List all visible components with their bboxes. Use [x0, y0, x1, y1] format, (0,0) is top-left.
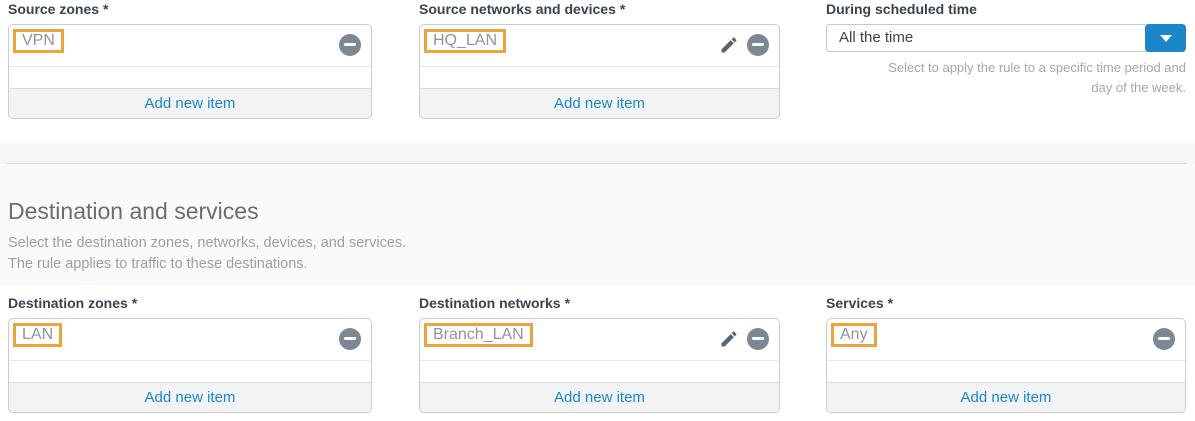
remove-item-icon[interactable] — [1153, 328, 1175, 350]
services-listbox: Any Add new item — [826, 318, 1186, 413]
destination-zones-label: Destination zones* — [8, 295, 372, 311]
destination-networks-field: Destination networks* Branch_LAN Add new… — [419, 295, 780, 413]
chevron-down-icon — [1159, 34, 1172, 42]
section-divider — [0, 143, 1195, 164]
destination-networks-label: Destination networks* — [419, 295, 780, 311]
services-label-text: Services — [826, 295, 884, 311]
list-item-value: Branch_LAN — [424, 323, 533, 347]
source-zones-listbox: VPN Add new item — [8, 24, 372, 119]
add-new-item-button[interactable]: Add new item — [420, 88, 779, 118]
required-asterisk: * — [887, 295, 894, 311]
section-description-line2: The rule applies to traffic to these des… — [8, 256, 308, 272]
destination-zones-listbox: LAN Add new item — [8, 318, 372, 413]
edit-item-icon[interactable] — [719, 35, 739, 55]
section-title: Destination and services — [8, 198, 259, 224]
list-item: HQ_LAN — [420, 25, 779, 67]
source-networks-field: Source networks and devices* HQ_LAN Add … — [419, 1, 780, 119]
add-new-item-button[interactable]: Add new item — [420, 382, 779, 412]
list-item: Any — [827, 319, 1185, 361]
destination-zones-field: Destination zones* LAN Add new item — [8, 295, 372, 413]
schedule-select-open-button[interactable] — [1145, 24, 1186, 52]
schedule-select[interactable]: All the time — [826, 24, 1186, 52]
required-asterisk: * — [619, 1, 626, 17]
list-empty-area — [9, 361, 371, 382]
add-new-item-button[interactable]: Add new item — [9, 88, 371, 118]
destination-zones-label-text: Destination zones — [8, 295, 128, 311]
add-new-item-button[interactable]: Add new item — [827, 382, 1185, 412]
source-zones-field: Source zones* VPN Add new item — [8, 1, 372, 119]
required-asterisk: * — [103, 1, 109, 17]
list-empty-area — [420, 67, 779, 88]
list-item-actions — [719, 34, 769, 56]
schedule-helper-text: Select to apply the rule to a specific t… — [826, 58, 1186, 98]
list-item-value: Any — [831, 323, 877, 347]
list-item-value: VPN — [13, 29, 64, 53]
add-new-item-button[interactable]: Add new item — [9, 382, 371, 412]
destination-networks-label-text: Destination networks — [419, 295, 561, 311]
source-networks-listbox: HQ_LAN Add new item — [419, 24, 780, 119]
list-item-value: HQ_LAN — [424, 29, 507, 53]
schedule-helper-line1: Select to apply the rule to a specific t… — [888, 60, 1186, 75]
remove-item-icon[interactable] — [747, 328, 769, 350]
schedule-helper-line2: day of the week. — [1091, 80, 1186, 95]
list-item: LAN — [9, 319, 371, 361]
schedule-label: During scheduled time — [826, 1, 977, 17]
list-item: Branch_LAN — [420, 319, 779, 361]
list-item: VPN — [9, 25, 371, 67]
list-item-actions — [1153, 328, 1175, 350]
destination-networks-listbox: Branch_LAN Add new item — [419, 318, 780, 413]
section-divider-line — [7, 163, 1187, 164]
services-label: Services* — [826, 295, 1186, 311]
list-empty-area — [420, 361, 779, 382]
schedule-field: During scheduled time All the time Selec… — [826, 1, 1186, 98]
remove-item-icon[interactable] — [339, 34, 361, 56]
list-empty-area — [9, 67, 371, 88]
remove-item-icon[interactable] — [339, 328, 361, 350]
source-networks-label: Source networks and devices* — [419, 1, 780, 17]
list-item-value: LAN — [13, 323, 63, 347]
list-item-actions — [719, 328, 769, 350]
remove-item-icon[interactable] — [747, 34, 769, 56]
destination-section-header: Destination and services Select the dest… — [0, 164, 1195, 285]
schedule-select-value: All the time — [839, 29, 914, 46]
source-zones-label-text: Source zones — [8, 1, 100, 17]
required-asterisk: * — [564, 295, 571, 311]
services-field: Services* Any Add new item — [826, 295, 1186, 413]
source-networks-label-text: Source networks and devices — [419, 1, 616, 17]
source-zones-label: Source zones* — [8, 1, 372, 17]
list-item-actions — [339, 328, 361, 350]
list-item-actions — [339, 34, 361, 56]
required-asterisk: * — [131, 295, 138, 311]
list-empty-area — [827, 361, 1185, 382]
section-description-line1: Select the destination zones, networks, … — [8, 235, 407, 251]
edit-item-icon[interactable] — [719, 329, 739, 349]
